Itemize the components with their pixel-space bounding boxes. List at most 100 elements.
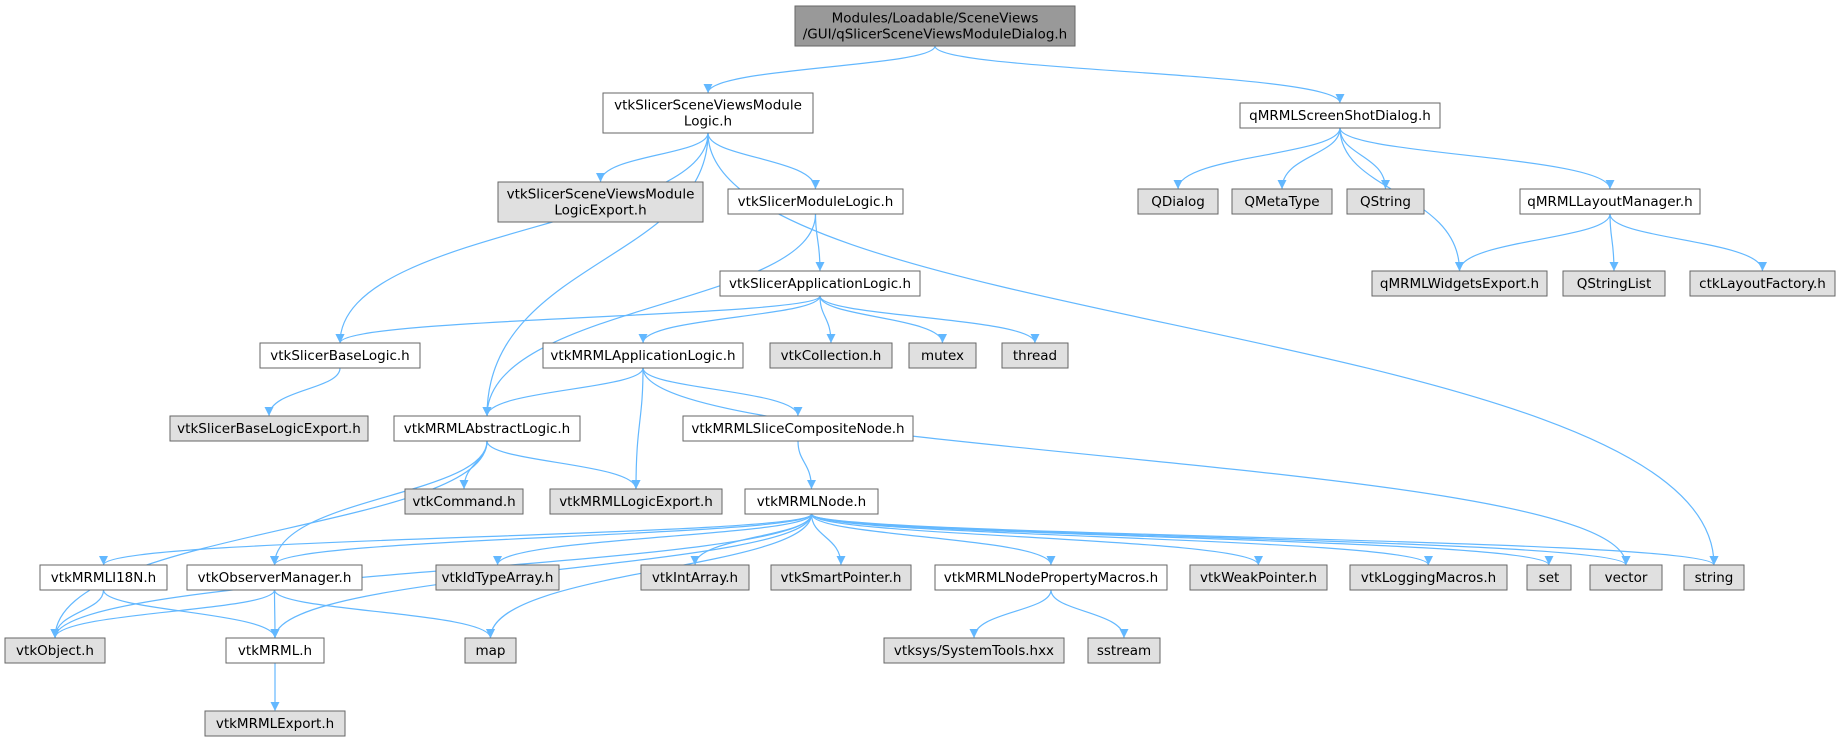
node-box-svlogic [602, 92, 814, 134]
edge-svlogic-to-modulelogic [707, 132, 820, 190]
edge-modulelogic-to-applogic [814, 213, 825, 272]
node-root[interactable]: Modules/Loadable/SceneViews/GUI/qSlicerS… [794, 5, 1076, 47]
node-box-qstring [1346, 188, 1425, 215]
node-label-svlogic-line-1: vtkSlicerSceneViewsModule [614, 98, 802, 114]
edge-mrmlnode-to-weakpointer [810, 513, 1263, 566]
node-label-map: map [476, 643, 506, 659]
node-smartpointer: vtkSmartPointer.h [770, 564, 912, 591]
node-box-map [464, 637, 517, 664]
edge-applogic-to-vtkcollection [819, 295, 836, 344]
node-box-string [1683, 564, 1745, 591]
node-box-systemtools [883, 637, 1065, 664]
node-box-qstringlist [1562, 270, 1666, 297]
node-box-mrmlexport [204, 710, 346, 737]
edge-propmacros-to-sstream [1050, 589, 1129, 639]
node-label-widgetsexport: qMRMLWidgetsExport.h [1380, 276, 1539, 292]
node-label-propmacros: vtkMRMLNodePropertyMacros.h [944, 570, 1158, 586]
node-label-mrmlapplogic: vtkMRMLApplicationLogic.h [550, 348, 735, 364]
edge-applogic-to-thread [819, 295, 1040, 344]
node-mrmlnode[interactable]: vtkMRMLNode.h [744, 488, 879, 515]
edge-svlogic-to-abstractlogic [482, 132, 709, 417]
edge-screenshot-to-qstring [1339, 127, 1390, 190]
node-label-mrmlnode: vtkMRMLNode.h [757, 494, 866, 510]
node-label-qstring: QString [1360, 194, 1411, 210]
node-label-qmetatype: QMetaType [1244, 194, 1319, 210]
edge-screenshot-to-qdialog [1173, 127, 1341, 190]
node-box-modulelogic [727, 188, 904, 215]
node-box-baselogicexport [169, 415, 369, 442]
node-weakpointer: vtkWeakPointer.h [1189, 564, 1328, 591]
node-label-vtkmrml: vtkMRML.h [238, 643, 312, 659]
node-box-vtkobject [4, 637, 106, 664]
node-i18n[interactable]: vtkMRMLI18N.h [39, 564, 168, 591]
node-applogic[interactable]: vtkSlicerApplicationLogic.h [719, 270, 921, 297]
node-box-ctklayout [1689, 270, 1836, 297]
node-string: string [1683, 564, 1745, 591]
edge-abstractlogic-to-vtkobject [50, 440, 488, 639]
dependency-edges [50, 45, 1767, 711]
node-box-idtypearray [435, 564, 560, 591]
edge-root-to-svlogic [703, 45, 936, 94]
edge-mrmlapplogic-to-vector [642, 367, 1631, 566]
node-box-applogic [719, 270, 921, 297]
node-mrmlapplogic[interactable]: vtkMRMLApplicationLogic.h [542, 342, 744, 369]
node-modulelogic[interactable]: vtkSlicerModuleLogic.h [727, 188, 904, 215]
node-qstring: QString [1346, 188, 1425, 215]
edge-mrmlapplogic-to-slicecomposite [642, 367, 803, 417]
node-box-i18n [39, 564, 168, 591]
edge-propmacros-to-systemtools [969, 589, 1052, 639]
node-screenshot[interactable]: qMRMLScreenShotDialog.h [1239, 102, 1441, 129]
edge-mrmlnode-to-intarray [690, 513, 813, 566]
node-label-ctklayout: ctkLayoutFactory.h [1699, 276, 1826, 292]
node-label-baselogic: vtkSlicerBaseLogic.h [270, 348, 409, 364]
node-label-loggingmacros: vtkLoggingMacros.h [1361, 570, 1496, 586]
node-slicecomposite[interactable]: vtkMRMLSliceCompositeNode.h [682, 415, 914, 442]
node-abstractlogic[interactable]: vtkMRMLAbstractLogic.h [393, 415, 581, 442]
node-loggingmacros: vtkLoggingMacros.h [1349, 564, 1508, 591]
edge-svlogic-to-svlogicexport [596, 132, 709, 183]
node-box-vtkmrml [225, 637, 325, 664]
edge-abstractlogic-to-observer [270, 440, 488, 566]
node-box-weakpointer [1189, 564, 1328, 591]
node-label-baselogicexport: vtkSlicerBaseLogicExport.h [177, 421, 361, 437]
node-layoutmgr[interactable]: qMRMLLayoutManager.h [1519, 188, 1701, 215]
node-vector: vector [1589, 564, 1663, 591]
node-sstream: sstream [1087, 637, 1161, 664]
edge-mrmlnode-to-observer [270, 513, 813, 566]
node-label-observer: vtkObserverManager.h [198, 570, 352, 586]
node-observer[interactable]: vtkObserverManager.h [186, 564, 363, 591]
node-set: set [1526, 564, 1572, 591]
node-mutex: mutex [908, 342, 977, 369]
node-label-string: string [1695, 570, 1734, 586]
node-box-smartpointer [770, 564, 912, 591]
node-vtkcollection: vtkCollection.h [769, 342, 893, 369]
node-idtypearray: vtkIdTypeArray.h [435, 564, 560, 591]
node-propmacros[interactable]: vtkMRMLNodePropertyMacros.h [934, 564, 1168, 591]
node-label-logicexport: vtkMRMLLogicExport.h [559, 494, 713, 510]
edge-modulelogic-to-abstractlogic [482, 213, 817, 417]
node-label-mutex: mutex [921, 348, 964, 364]
node-qstringlist: QStringList [1562, 270, 1666, 297]
edge-i18n-to-vtkmrml [102, 589, 280, 639]
node-qdialog: QDialog [1137, 188, 1219, 215]
node-logicexport: vtkMRMLLogicExport.h [549, 488, 723, 515]
node-box-abstractlogic [393, 415, 581, 442]
node-vtkmrml[interactable]: vtkMRML.h [225, 637, 325, 664]
node-baselogic[interactable]: vtkSlicerBaseLogic.h [259, 342, 421, 369]
node-label-root-line-2: /GUI/qSlicerSceneViewsModuleDialog.h [803, 27, 1068, 43]
edge-mrmlnode-to-set [810, 513, 1554, 566]
node-label-screenshot: qMRMLScreenShotDialog.h [1249, 108, 1431, 124]
node-label-idtypearray: vtkIdTypeArray.h [442, 570, 554, 586]
edge-applogic-to-mrmlapplogic [638, 295, 821, 344]
node-box-mrmlnode [744, 488, 879, 515]
edge-mrmlnode-to-loggingmacros [810, 513, 1433, 566]
edge-mrmlnode-to-propmacros [810, 513, 1056, 566]
edge-applogic-to-baselogic [335, 295, 821, 344]
node-box-vtkcollection [769, 342, 893, 369]
node-box-logicexport [549, 488, 723, 515]
node-map: map [464, 637, 517, 664]
edge-root-to-screenshot [934, 45, 1345, 104]
